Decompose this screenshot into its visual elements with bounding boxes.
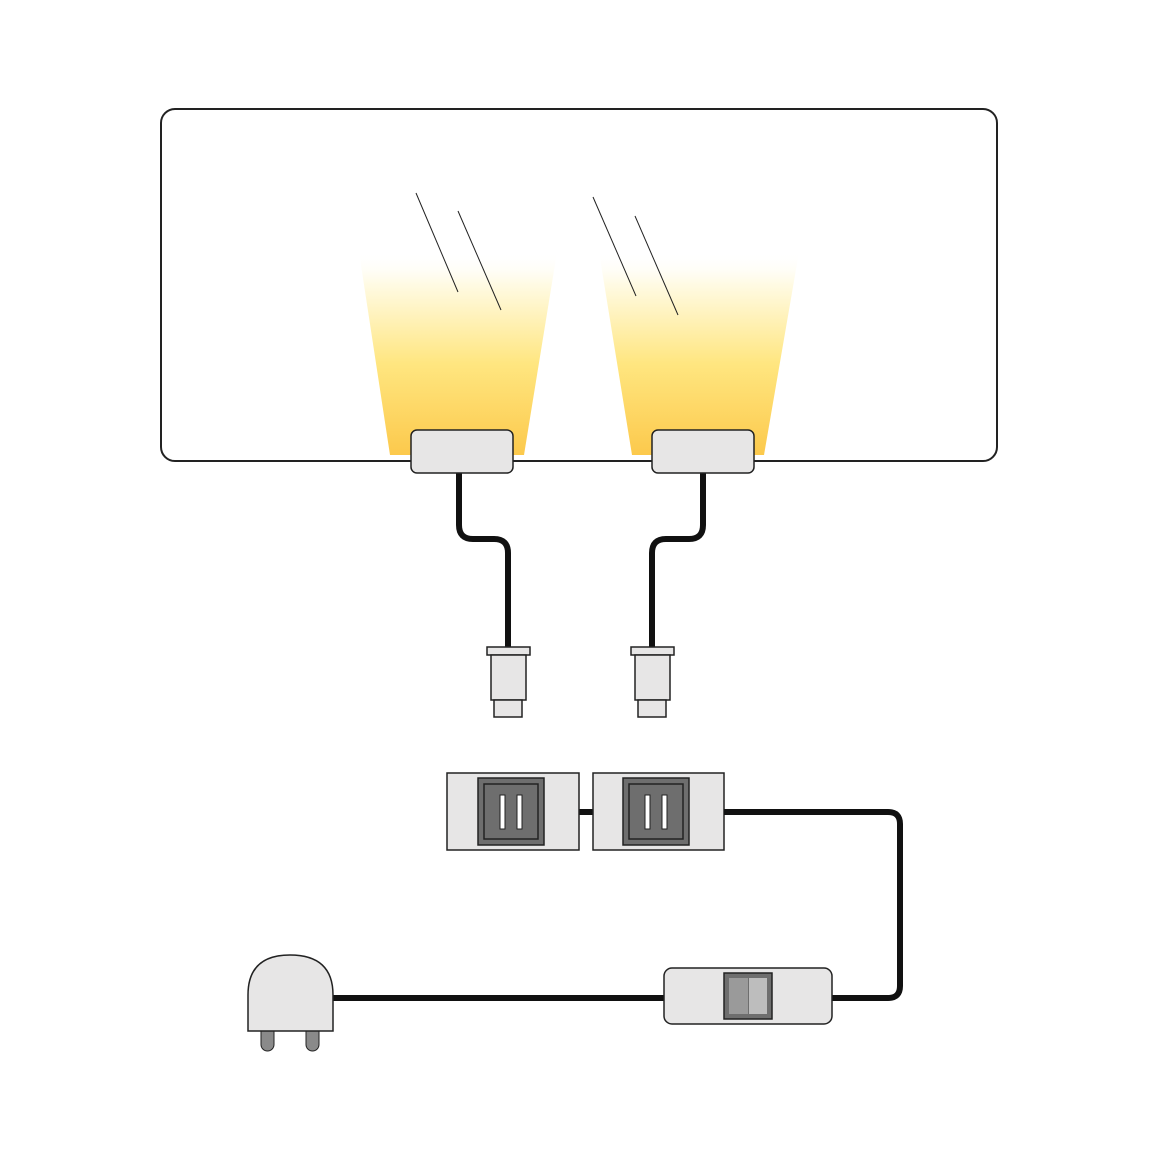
inline-switch [663,967,833,1025]
led-spotlight-1 [410,429,514,474]
socket-2 [592,772,725,851]
glass-panel [160,108,998,462]
power-distributor [446,772,725,851]
light-beam-1 [359,252,557,455]
connector-2 [630,646,675,718]
supply-cable-to-switch [724,809,903,1001]
light-beam-2 [599,252,799,455]
wall-plug-icon [247,954,334,1032]
glass-reflection-lines [415,192,679,316]
connector-1 [486,646,531,718]
cable-2 [649,469,706,651]
socket-1 [446,772,580,851]
wall-plug [247,954,334,1052]
cable-plug-icon [486,646,675,718]
led-spotlight-2 [651,429,755,474]
light-cables [456,469,706,651]
cable-1 [456,469,511,651]
